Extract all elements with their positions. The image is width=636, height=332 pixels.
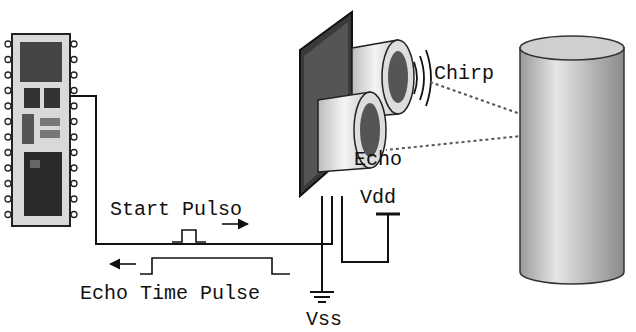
board-pin — [5, 212, 11, 218]
board-pin — [5, 57, 11, 63]
board-pin — [5, 165, 11, 171]
board-pin — [71, 150, 77, 156]
signal-name: Echo Time Pulse — [80, 284, 260, 304]
microcontroller-board — [12, 34, 70, 226]
ultrasonic-sensor — [300, 12, 414, 196]
board-pin — [71, 181, 77, 187]
board-pin — [71, 88, 77, 94]
chirp-label: Chirp — [434, 64, 494, 84]
board-pin — [5, 41, 11, 47]
board-pin — [5, 181, 11, 187]
signal-name: Start Pulso — [110, 200, 242, 220]
pin-name: Vss — [306, 310, 342, 330]
pin-name: Vdd — [360, 188, 396, 208]
board-pin — [71, 212, 77, 218]
board-pin — [5, 196, 11, 202]
board-pin — [5, 119, 11, 125]
board-pin — [5, 103, 11, 109]
board-pin — [71, 134, 77, 140]
board-pin — [5, 134, 11, 140]
board-pin — [71, 57, 77, 63]
board-pin — [71, 41, 77, 47]
board-pins — [5, 41, 77, 218]
echo-label: Echo — [354, 150, 402, 170]
chirp-waves — [414, 50, 431, 106]
ground-symbol — [310, 292, 334, 302]
board-pin — [5, 150, 11, 156]
board-pin — [5, 88, 11, 94]
board-pin — [71, 119, 77, 125]
echo-time-pulse — [110, 258, 290, 274]
board-pin — [5, 72, 11, 78]
target-cylinder — [520, 36, 624, 284]
board-pin — [71, 72, 77, 78]
start-pulse — [172, 224, 248, 242]
board-pin — [71, 165, 77, 171]
board-pin — [71, 103, 77, 109]
board-pin — [71, 196, 77, 202]
